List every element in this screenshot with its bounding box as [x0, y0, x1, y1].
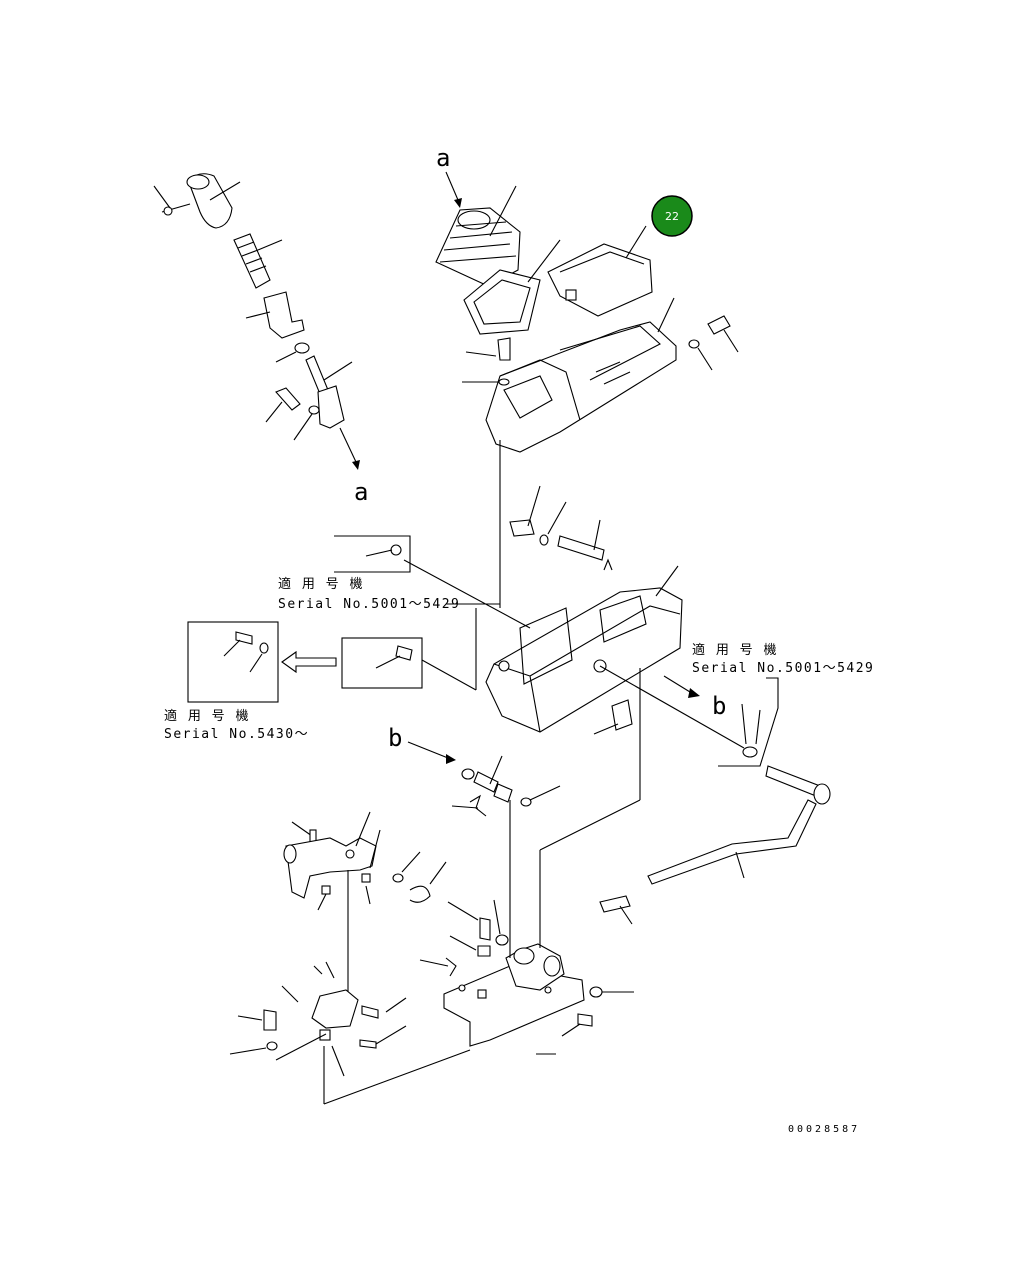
bottom-bracket [229, 961, 471, 1105]
part-number-label: 22 [665, 210, 679, 223]
left-bracket [283, 811, 447, 998]
base-plate [419, 668, 641, 1055]
part-number-badge: 22 [651, 195, 693, 237]
note3-line1: 適 用 号 機 [692, 642, 778, 658]
drawing-number: 00028587 [788, 1124, 860, 1135]
serial-note-1: 適 用 号 機 Serial No.5001～5429 [278, 535, 531, 629]
upper-console [462, 297, 739, 608]
console-cover [547, 225, 653, 317]
marker-a-top: a [436, 144, 450, 172]
note1-line2: Serial No.5001～5429 [278, 597, 460, 612]
note2-line2: Serial No.5430～ [164, 727, 309, 742]
marker-b-left: b [388, 724, 402, 752]
rod-link [451, 755, 561, 817]
marker-a-bottom: a [354, 478, 368, 506]
lever-knob-assembly [153, 173, 360, 470]
serial-note-2: 適 用 号 機 Serial No.5430～ [164, 608, 477, 742]
shift-lever-rod [599, 765, 831, 925]
note3-line2: Serial No.5001～5429 [692, 661, 874, 676]
pins [509, 485, 613, 571]
note1-line1: 適 用 号 機 [278, 576, 364, 592]
rubber-boot [435, 185, 521, 287]
note2-line1: 適 用 号 機 [164, 708, 250, 724]
marker-b-right: b [712, 692, 726, 720]
boot-frame [463, 239, 561, 335]
serial-note-3: 適 用 号 機 Serial No.5001～5429 b [599, 642, 874, 767]
lower-console [485, 565, 683, 735]
